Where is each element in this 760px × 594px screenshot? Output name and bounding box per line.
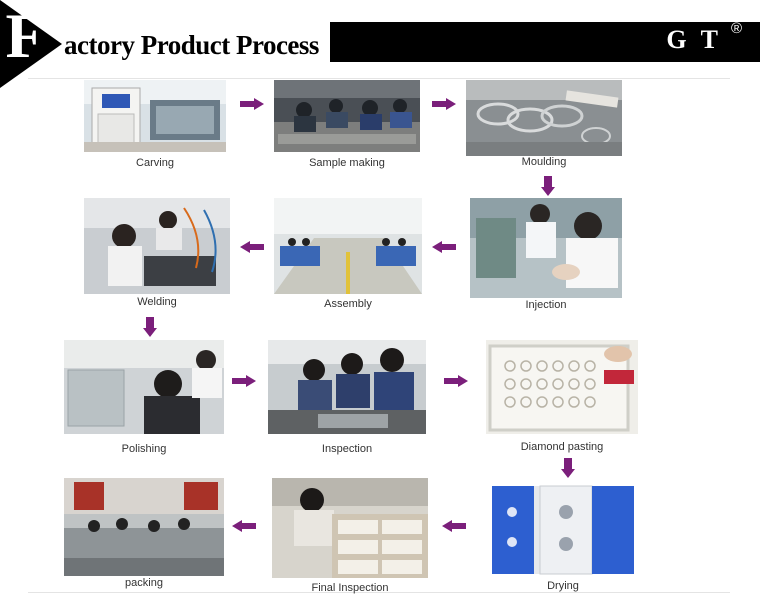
step-injection: Injection <box>470 198 622 311</box>
arrow-down-icon <box>561 458 575 478</box>
sample-making-photo <box>274 80 420 152</box>
assembly-photo <box>274 198 422 294</box>
page-title: actory Product Process <box>64 30 319 60</box>
carving-photo <box>84 80 226 152</box>
step-label: Assembly <box>324 298 372 310</box>
step-label: Carving <box>136 157 174 169</box>
arrow-left-icon <box>442 520 466 532</box>
arrow-left-icon <box>432 241 456 253</box>
arrow-down-icon <box>143 317 157 337</box>
final-inspection-photo <box>272 478 428 578</box>
step-label: Moulding <box>521 156 567 168</box>
step-label: Diamond pasting <box>520 441 604 453</box>
step-packing: packing <box>64 478 224 589</box>
step-diamond-pasting: Diamond pasting <box>486 340 638 453</box>
header-initial: F <box>5 0 45 71</box>
header-triangle <box>0 0 62 88</box>
step-label: Injection <box>525 299 567 311</box>
step-label: Inspection <box>321 443 373 455</box>
drying-photo <box>490 482 636 578</box>
arrow-right-icon <box>232 375 256 387</box>
packing-photo <box>64 478 224 576</box>
top-divider <box>28 78 730 79</box>
arrow-left-icon <box>232 520 256 532</box>
injection-photo <box>470 198 622 298</box>
step-label: Final Inspection <box>311 582 389 594</box>
step-moulding: Moulding <box>466 80 622 168</box>
step-sample-making: Sample making <box>274 80 420 169</box>
brand-name: G T <box>666 25 722 54</box>
step-welding: Welding <box>84 198 230 308</box>
step-final-inspection: Final Inspection <box>272 478 428 594</box>
step-label: Welding <box>137 296 177 308</box>
step-carving: Carving <box>84 80 226 169</box>
step-inspection: Inspection <box>268 340 426 455</box>
registered-mark: ® <box>730 20 742 37</box>
arrow-right-icon <box>432 98 456 110</box>
arrow-down-icon <box>541 176 555 196</box>
welding-photo <box>84 198 230 294</box>
arrow-right-icon <box>444 375 468 387</box>
step-label: Polishing <box>121 443 167 455</box>
header-bar <box>330 22 760 62</box>
polishing-photo <box>64 340 224 434</box>
diamond-pasting-photo <box>486 340 638 434</box>
step-label: Sample making <box>309 157 385 169</box>
step-assembly: Assembly <box>274 198 422 310</box>
inspection-photo <box>268 340 426 434</box>
arrow-right-icon <box>240 98 264 110</box>
step-label: packing <box>125 577 163 589</box>
step-drying: Drying <box>490 482 636 592</box>
moulding-photo <box>466 80 622 156</box>
step-label: Drying <box>547 580 579 592</box>
step-polishing: Polishing <box>64 340 224 455</box>
arrow-left-icon <box>240 241 264 253</box>
